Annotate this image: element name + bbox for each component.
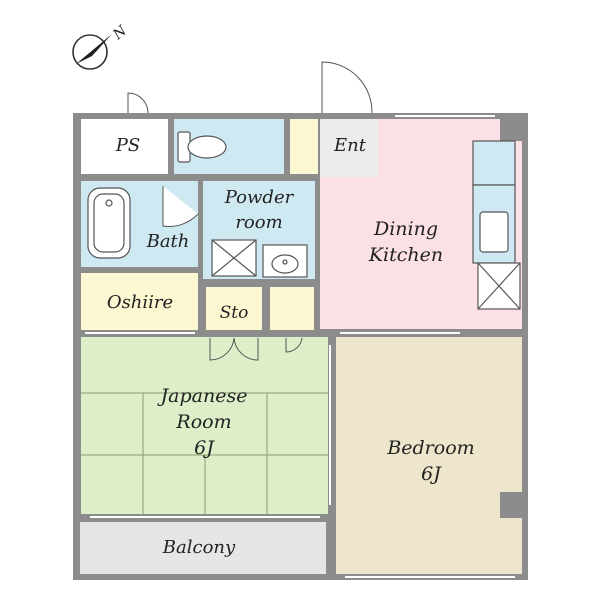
entrance-floor — [320, 119, 378, 177]
ps-door-icon — [127, 92, 149, 114]
bedroom-label-2: 6J — [421, 463, 442, 485]
oshiire-label: Oshiire — [107, 292, 173, 313]
balcony-floor — [80, 522, 326, 574]
japanese-room-label-2: Room — [175, 411, 231, 433]
closet-door-icons — [209, 337, 303, 361]
toilet-icon — [177, 131, 227, 163]
tatami-lines — [81, 392, 328, 514]
ps-label: PS — [115, 135, 140, 156]
wall-notch — [500, 492, 528, 518]
powder-room-label-1: Powder — [224, 187, 295, 208]
sto-area — [206, 287, 262, 330]
entrance-door-icon — [321, 61, 373, 114]
kitchen-counter-icon — [472, 140, 521, 310]
japanese-room-label-1: Japanese — [157, 385, 248, 407]
compass: N — [72, 22, 131, 70]
bath-label: Bath — [146, 231, 190, 252]
bath-door-icon — [162, 186, 199, 227]
japanese-room-label-3: 6J — [194, 437, 215, 459]
compass-needle — [76, 34, 112, 64]
small-closet — [290, 119, 318, 174]
windows — [85, 115, 515, 578]
sto-label: Sto — [220, 303, 249, 323]
bedroom-lower — [336, 515, 522, 574]
north-arrow-icon — [72, 34, 108, 70]
ps-room — [81, 119, 168, 174]
wall-corner-top — [500, 113, 528, 141]
washer-icon — [211, 239, 257, 277]
bathtub-icon — [87, 187, 131, 259]
powder-room-label-2: room — [235, 212, 282, 233]
balcony-label: Balcony — [162, 537, 236, 558]
dining-kitchen-label-2: Kitchen — [368, 244, 443, 266]
sink-icon — [262, 244, 308, 278]
oshiire-area — [81, 273, 198, 330]
bedroom-label-1: Bedroom — [386, 437, 474, 459]
compass-n: N — [110, 22, 131, 43]
closet-right-area — [270, 287, 314, 330]
ent-label: Ent — [333, 135, 367, 156]
dining-kitchen-label-1: Dining — [373, 218, 438, 240]
